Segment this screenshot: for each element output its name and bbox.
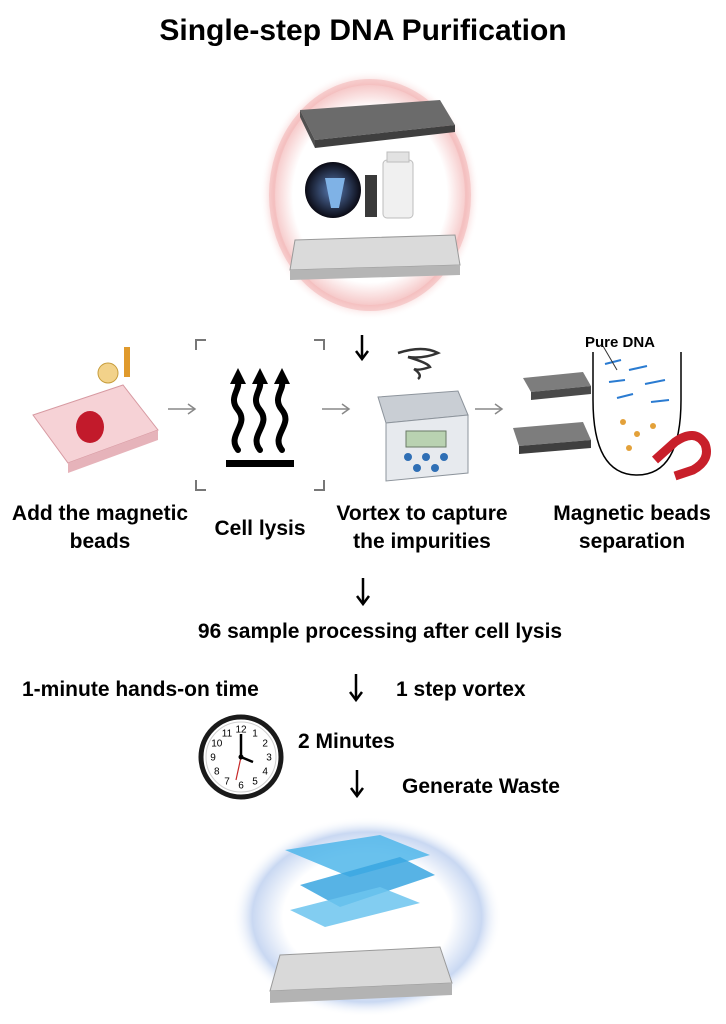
well-plate bbox=[289, 234, 461, 280]
magnetic-separation-illustration bbox=[513, 345, 711, 481]
magnetic-plate bbox=[300, 100, 455, 148]
down-arrow bbox=[349, 674, 363, 703]
waste-text: Generate Waste bbox=[402, 775, 560, 798]
processing-text: 96 sample processing after cell lysis bbox=[197, 620, 563, 643]
step-beads-illustration bbox=[32, 347, 159, 473]
hands-on-time-text: 1-minute hands-on time bbox=[22, 678, 259, 701]
used-well-plate bbox=[269, 946, 453, 1003]
pipette-tips-icon bbox=[285, 835, 435, 927]
clock-number: 3 bbox=[266, 753, 272, 764]
clock-number: 9 bbox=[210, 753, 216, 764]
swirl-icon bbox=[397, 347, 441, 380]
vortex-machine-illustration bbox=[377, 347, 469, 482]
flow-arrow bbox=[322, 403, 351, 415]
step-add-beads-label: Add the magnetic beads bbox=[11, 502, 189, 553]
step-separation-label: Magnetic beads separation bbox=[553, 502, 711, 553]
clock-number: 10 bbox=[211, 739, 223, 750]
bead-bottle bbox=[382, 159, 414, 219]
step-vortex-label: Vortex to capture the impurities bbox=[336, 502, 508, 553]
flow-arrow bbox=[168, 403, 197, 415]
beads-icon bbox=[97, 362, 119, 384]
clock-number: 12 bbox=[235, 725, 247, 736]
clock-number: 4 bbox=[262, 767, 268, 778]
clock-number: 2 bbox=[262, 739, 268, 750]
down-arrow bbox=[356, 578, 370, 607]
vortex-step-text: 1 step vortex bbox=[396, 678, 526, 701]
diagram-title: Single-step DNA Purification bbox=[159, 14, 567, 47]
down-arrow bbox=[355, 335, 369, 362]
clock-number: 5 bbox=[252, 777, 258, 788]
clock-number: 11 bbox=[222, 728, 233, 739]
heat-icon bbox=[195, 339, 325, 491]
down-arrow bbox=[350, 770, 364, 799]
kit-illustration bbox=[260, 70, 480, 320]
clock-number: 8 bbox=[214, 767, 220, 778]
clock-number: 7 bbox=[224, 777, 230, 788]
duration-text: 2 Minutes bbox=[298, 730, 395, 753]
waste-illustration bbox=[232, 817, 502, 1017]
pure-dna-label: Pure DNA bbox=[585, 334, 656, 351]
clock-number: 6 bbox=[238, 781, 244, 792]
flow-arrow bbox=[475, 403, 504, 415]
clock-number: 1 bbox=[252, 728, 258, 739]
step-cell-lysis-label: Cell lysis bbox=[214, 517, 306, 540]
blood-drop-icon bbox=[76, 411, 104, 443]
magnet-icon bbox=[651, 431, 711, 481]
pipette-icon bbox=[124, 347, 130, 377]
